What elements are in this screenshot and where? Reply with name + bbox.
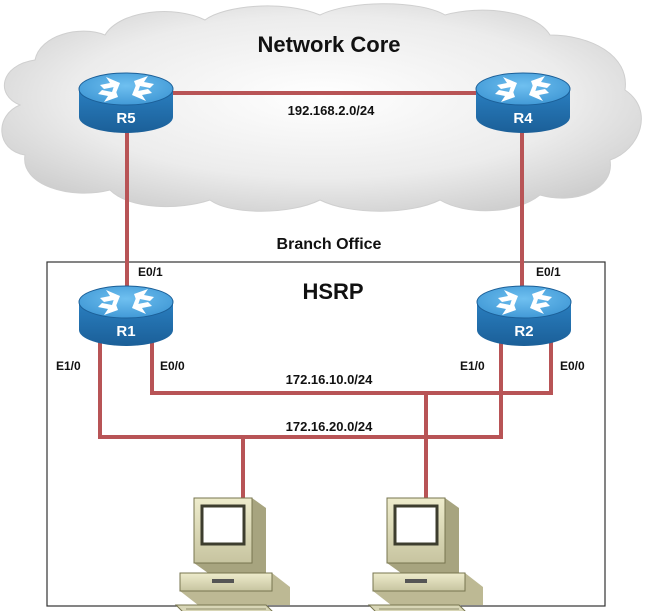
router-r4[interactable]: R4 — [475, 72, 571, 134]
router-r5[interactable]: R5 — [78, 72, 174, 134]
workstation-1[interactable] — [174, 496, 292, 611]
r2-port-e00: E0/0 — [560, 359, 585, 373]
r2-port-e10: E1/0 — [460, 359, 485, 373]
r2-port-e01: E0/1 — [536, 265, 561, 279]
r1-port-e01: E0/1 — [138, 265, 163, 279]
links — [98, 91, 553, 500]
lan-10-label: 172.16.10.0/24 — [286, 372, 374, 387]
hsrp-label: HSRP — [302, 279, 363, 304]
router-r1-label: R1 — [116, 323, 135, 340]
branch-office-box — [46, 261, 606, 607]
diagram-title: Network Core — [257, 32, 400, 57]
r1-port-e10: E1/0 — [56, 359, 81, 373]
branch-office-label: Branch Office — [277, 236, 382, 253]
router-r2[interactable]: R2 — [476, 285, 572, 347]
workstation-2[interactable] — [367, 496, 485, 611]
router-r2-label: R2 — [514, 323, 533, 340]
lan-20-label: 172.16.20.0/24 — [286, 419, 374, 434]
router-r4-label: R4 — [513, 110, 533, 127]
network-core-cloud — [1, 3, 642, 212]
router-r5-label: R5 — [116, 110, 135, 127]
core-network-label: 192.168.2.0/24 — [288, 103, 376, 118]
r1-port-e00: E0/0 — [160, 359, 185, 373]
router-r1[interactable]: R1 — [78, 285, 174, 347]
